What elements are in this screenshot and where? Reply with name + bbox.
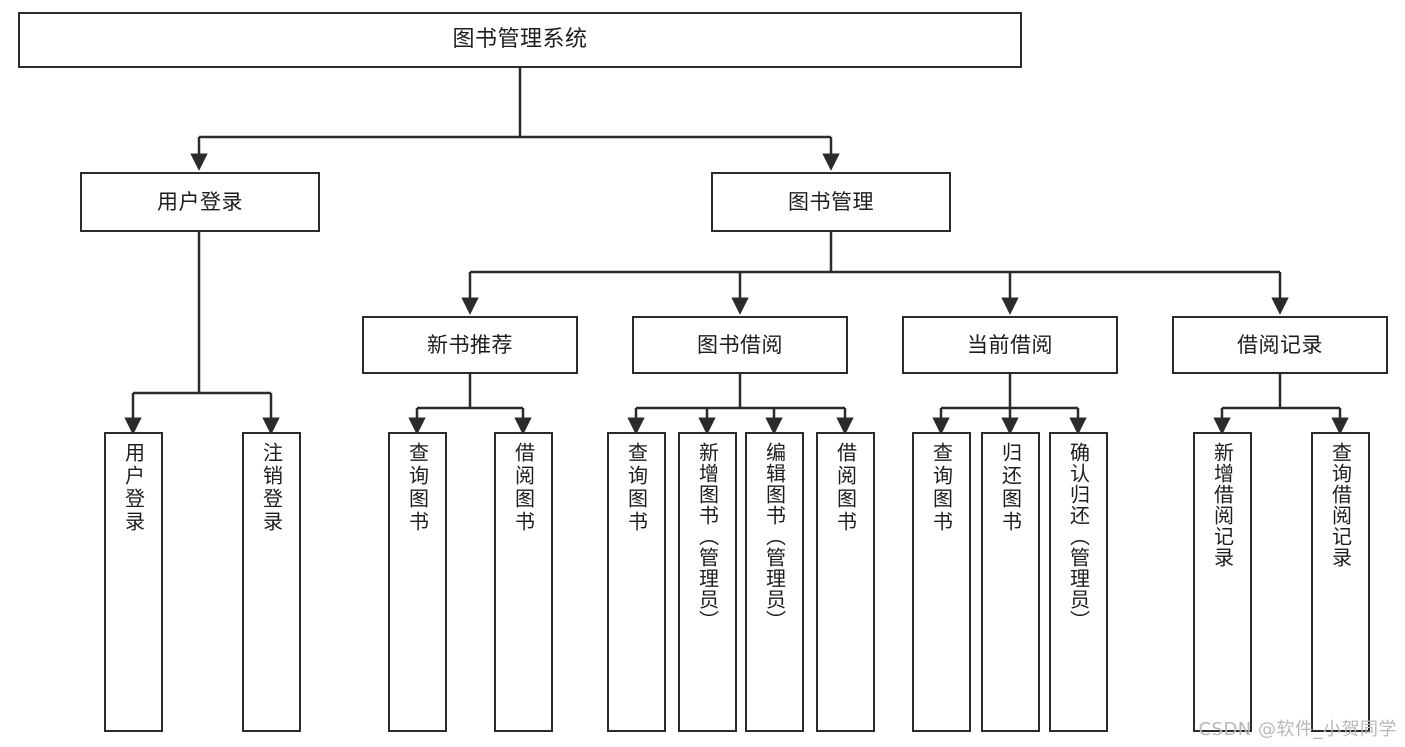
node-leaf-confirm-return-admin[interactable]: 确认归还（管理员） xyxy=(1049,432,1108,732)
node-label: 查询图书 xyxy=(624,442,649,534)
node-leaf-return-book[interactable]: 归还图书 xyxy=(981,432,1040,732)
node-label: 借阅图书 xyxy=(511,442,536,534)
node-leaf-query-borrow-record[interactable]: 查询借阅记录 xyxy=(1311,432,1370,732)
node-leaf-user-login[interactable]: 用户登录 xyxy=(104,432,163,732)
node-current-borrow[interactable]: 当前借阅 xyxy=(902,316,1118,374)
node-root-book-management-system[interactable]: 图书管理系统 xyxy=(18,12,1022,68)
node-leaf-query-book-newbook[interactable]: 查询图书 xyxy=(388,432,447,732)
node-user-login[interactable]: 用户登录 xyxy=(80,172,320,232)
node-label: 编辑图书（管理员） xyxy=(762,442,787,631)
node-label: 归还图书 xyxy=(998,442,1023,534)
node-leaf-logout[interactable]: 注销登录 xyxy=(242,432,301,732)
node-label: 图书借阅 xyxy=(697,332,783,357)
node-label: 用户登录 xyxy=(121,442,146,534)
node-leaf-add-borrow-record[interactable]: 新增借阅记录 xyxy=(1193,432,1252,732)
node-label: 确认归还（管理员） xyxy=(1066,442,1091,631)
node-label: 新书推荐 xyxy=(427,332,513,357)
node-leaf-borrow-book-newbook[interactable]: 借阅图书 xyxy=(494,432,553,732)
node-label: 查询借阅记录 xyxy=(1328,442,1353,568)
node-leaf-query-book-current[interactable]: 查询图书 xyxy=(912,432,971,732)
node-label: 借阅图书 xyxy=(833,442,858,534)
node-book-management[interactable]: 图书管理 xyxy=(711,172,951,232)
node-label: 注销登录 xyxy=(259,442,284,534)
watermark-text: CSDN @软件_小贺同学 xyxy=(1198,719,1397,740)
node-label: 新增借阅记录 xyxy=(1210,442,1235,568)
node-label: 图书管理系统 xyxy=(452,27,588,53)
node-borrow-record[interactable]: 借阅记录 xyxy=(1172,316,1388,374)
node-label: 图书管理 xyxy=(788,189,874,214)
node-leaf-borrow-book-borrow[interactable]: 借阅图书 xyxy=(816,432,875,732)
node-label: 查询图书 xyxy=(929,442,954,534)
node-label: 用户登录 xyxy=(157,189,243,214)
node-label: 新增图书（管理员） xyxy=(695,442,720,631)
node-book-borrow[interactable]: 图书借阅 xyxy=(632,316,848,374)
node-label: 借阅记录 xyxy=(1237,332,1323,357)
node-leaf-edit-book-admin[interactable]: 编辑图书（管理员） xyxy=(745,432,804,732)
node-new-book-recommend[interactable]: 新书推荐 xyxy=(362,316,578,374)
node-leaf-add-book-admin[interactable]: 新增图书（管理员） xyxy=(678,432,737,732)
node-leaf-query-book-borrow[interactable]: 查询图书 xyxy=(607,432,666,732)
node-label: 当前借阅 xyxy=(967,332,1053,357)
node-label: 查询图书 xyxy=(405,442,430,534)
